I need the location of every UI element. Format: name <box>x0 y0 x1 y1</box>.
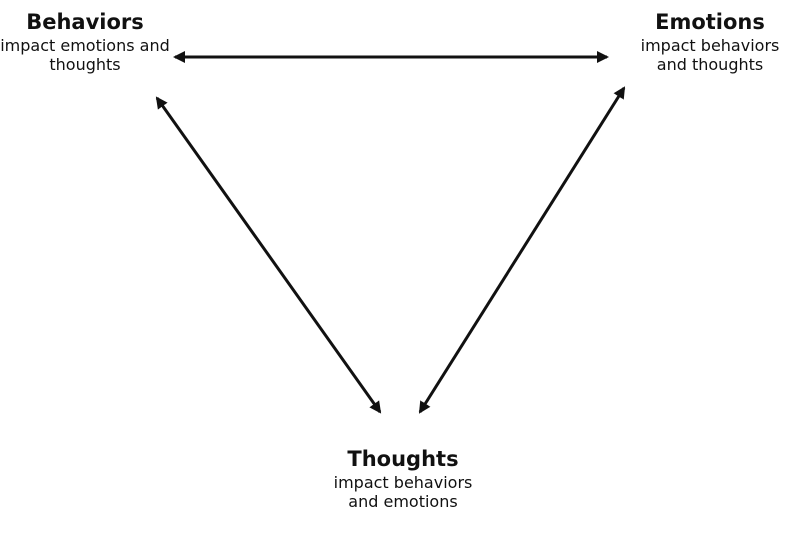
node-description-thoughts: impact behaviors and emotions <box>333 473 473 511</box>
node-title-behaviors: Behaviors <box>26 10 144 34</box>
node-thoughts: Thoughts impact behaviors and emotions <box>318 447 488 511</box>
node-description-emotions: impact behaviors and thoughts <box>640 36 780 74</box>
node-title-emotions: Emotions <box>655 10 765 34</box>
node-emotions: Emotions impact behaviors and thoughts <box>625 10 795 74</box>
node-description-behaviors: impact emotions and thoughts <box>0 36 170 74</box>
node-behaviors: Behaviors impact emotions and thoughts <box>0 10 170 74</box>
arrow-behaviors-thoughts <box>155 96 382 414</box>
node-title-thoughts: Thoughts <box>347 447 459 471</box>
arrow-emotions-thoughts <box>418 86 626 414</box>
